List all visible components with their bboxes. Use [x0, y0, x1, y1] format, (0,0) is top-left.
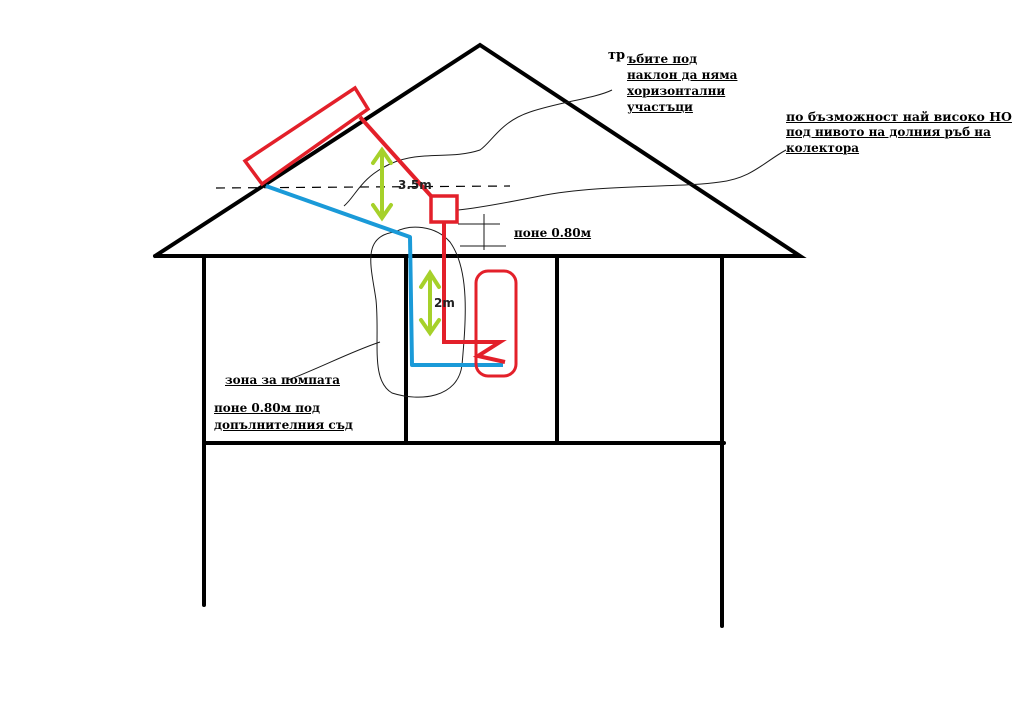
height-label-boiler: 2m — [434, 296, 455, 310]
pump-zone-outline — [370, 226, 466, 398]
hot-pipe — [358, 115, 433, 198]
pipes-note-leader — [343, 89, 613, 207]
pump-zone-leader — [287, 341, 381, 381]
tank-note-line-2: под нивото на долния ръб на — [786, 125, 991, 139]
tank-note-line-1: по бъзможност най високо НО — [786, 109, 1012, 124]
aux-vessel-note-line-2: допълнителния съд — [214, 418, 353, 432]
pump-zone-label: зона за помпата — [225, 373, 340, 387]
height-arrow-boiler-tip-bottom — [419, 318, 441, 337]
collector-level-dashed-line — [215, 185, 511, 189]
dimension-arrows — [371, 146, 441, 337]
height-arrow-collector-tip-top — [371, 146, 393, 165]
min-080-label: поне 0.80м — [514, 226, 592, 240]
height-label-collector: 3.5m — [398, 178, 432, 192]
hot-pipe-down — [442, 222, 507, 364]
cold-pipe — [265, 184, 503, 367]
solar-collector — [242, 85, 371, 187]
house-structure — [153, 42, 807, 628]
pipes-note-line-4: участъци — [627, 100, 693, 114]
aux-vessel-note-line-1: поне 0.80м под — [214, 401, 320, 415]
height-arrow-collector-tip-bottom — [371, 203, 393, 222]
expansion-vessel — [429, 194, 459, 224]
roof — [153, 42, 807, 258]
boiler-tank — [474, 269, 518, 378]
sketch-outlines — [287, 89, 787, 398]
tank-note-line-3: колектора — [786, 141, 860, 155]
tank-note-leader — [457, 149, 787, 211]
pipes-note-line-2: наклон да няма — [627, 68, 738, 82]
pipes-note-prefix: тр — [608, 48, 626, 63]
pipes-note-line-3: хоризонтални — [627, 84, 726, 98]
pipes-note-line-1: ъбите под — [627, 52, 698, 66]
height-arrow-boiler-tip-top — [419, 269, 441, 289]
